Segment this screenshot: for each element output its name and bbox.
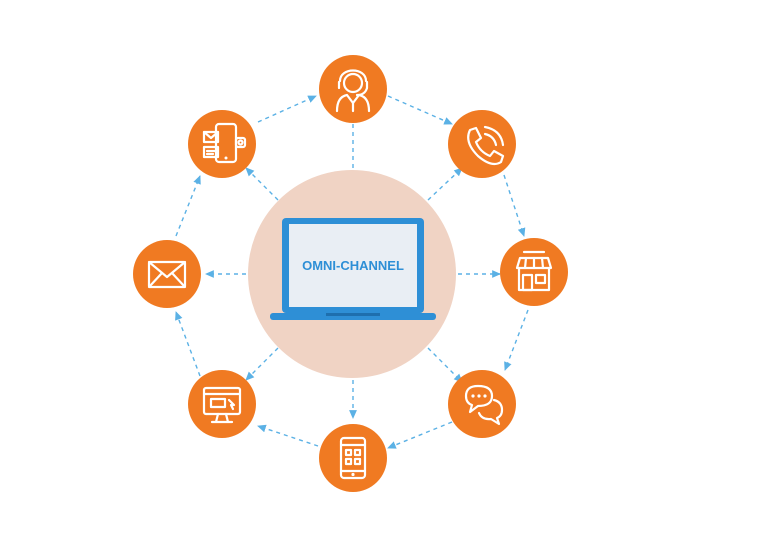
spoke-to-messaging [245, 167, 279, 201]
channel-nodes [133, 55, 568, 492]
spoke-to-chat [427, 347, 463, 383]
channel-node-store[interactable] [500, 238, 568, 306]
storefront-icon [515, 250, 553, 292]
channel-node-mobile-messaging[interactable] [188, 110, 256, 178]
laptop-icon [270, 218, 436, 320]
connector-agent-to-phone [387, 95, 453, 125]
center-hub: OMNI-CHANNEL [248, 170, 456, 378]
spoke-connectors [205, 124, 501, 419]
connector-store-to-chat [504, 309, 529, 371]
channel-node-email[interactable] [133, 240, 201, 308]
channel-node-chat[interactable] [448, 370, 516, 438]
connector-mobile-to-website [257, 424, 319, 447]
channel-node-phone-call[interactable] [448, 110, 516, 178]
email-envelope-icon [147, 260, 187, 289]
ring-connectors [175, 95, 529, 449]
connector-messaging-to-agent [257, 95, 317, 123]
chat-bubbles-icon [464, 384, 504, 426]
center-label: OMNI-CHANNEL [302, 258, 404, 273]
mobile-app-icon [339, 436, 367, 480]
desktop-web-icon [202, 386, 242, 424]
spoke-to-phone [427, 167, 463, 201]
spoke-to-website [245, 347, 279, 381]
customer-support-agent-icon [335, 69, 371, 113]
channel-node-website[interactable] [188, 370, 256, 438]
connector-chat-to-mobile [387, 421, 453, 449]
connector-email-to-messaging [175, 175, 201, 237]
channel-node-mobile-app[interactable] [319, 424, 387, 492]
connector-phone-to-store [503, 174, 526, 237]
mobile-messaging-icon [202, 122, 247, 164]
channel-node-agent[interactable] [319, 55, 387, 123]
connector-website-to-email [175, 311, 201, 377]
phone-call-icon [467, 125, 505, 166]
